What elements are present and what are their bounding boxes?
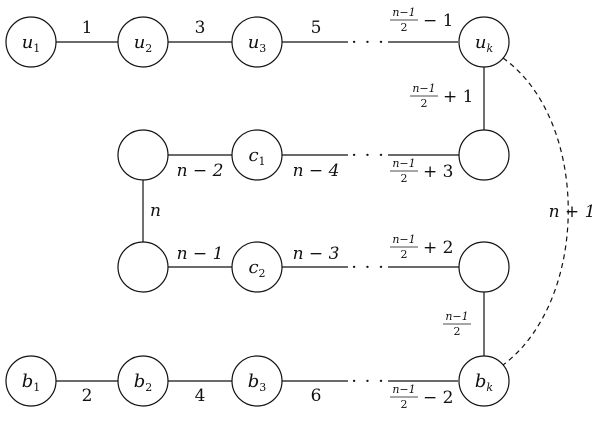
label-r2-bk-num: n−1 [445,310,468,323]
node-c2-sub: 2 [259,267,266,280]
label-u3-dots: 5 [311,18,322,38]
label-r2-bk: n−1 2 [443,310,471,338]
node-u3: u3 [231,16,283,68]
node-b3-name: b [248,371,260,392]
label-dots-bk-den: 2 [401,398,408,411]
node-b1-sub: 1 [33,381,40,394]
label-r2-bk-den: 2 [454,325,461,338]
node-b3: b3 [231,355,283,407]
svg-text:bk: bk [475,371,494,394]
node-bk-name: b [475,371,487,392]
ellipsis-row3: · · · [351,257,385,278]
label-u2-u3: 3 [195,18,206,38]
label-c1-dots: n − 4 [293,161,340,181]
node-b2-sub: 2 [145,381,152,394]
label-l1-c1: n − 2 [177,161,224,181]
node-u3-name: u [248,32,260,53]
label-dots-bk-suffix: − 2 [423,388,453,408]
ellipsis-row2: · · · [351,145,385,166]
edge-uk-bk-dashed [502,57,569,366]
nodes: u1 u2 u3 uk c1 c2 [5,16,510,407]
node-c1: c1 [231,129,283,181]
node-c2-name: c [248,257,258,278]
label-b2-b3: 4 [195,386,206,406]
label-dots-uk-num: n−1 [392,6,415,19]
ellipses: · · · · · · · · · · · · [351,32,385,392]
svg-text:c2: c2 [248,257,265,280]
label-dots-bk: n−1 2 − 2 [390,383,453,411]
svg-text:b2: b2 [134,371,153,394]
node-uk: uk [458,16,510,68]
edges [56,41,569,382]
node-uk-sub: k [486,42,493,55]
label-dots-r1-num: n−1 [392,157,415,170]
label-uk-r1-den: 2 [421,97,428,110]
label-dots-uk-den: 2 [401,21,408,34]
svg-text:b3: b3 [248,371,267,394]
label-u1-u2: 1 [82,18,93,38]
node-u1-sub: 1 [33,42,40,55]
node-bk: bk [458,355,510,407]
label-dots-uk: n−1 2 − 1 [390,6,453,34]
node-c1-name: c [248,145,258,166]
node-bk-sub: k [486,381,493,394]
node-uk-name: u [475,32,487,53]
node-right-2 [458,241,510,293]
svg-text:c1: c1 [248,145,265,168]
label-dots-r2-suffix: + 2 [423,238,453,258]
node-u1: u1 [5,16,57,68]
node-b2: b2 [117,355,169,407]
node-c1-sub: 1 [259,155,266,168]
node-right-1 [458,129,510,181]
label-uk-r1-num: n−1 [412,82,435,95]
label-dots-uk-suffix: − 1 [423,11,453,31]
svg-text:u1: u1 [22,32,41,55]
node-u2: u2 [117,16,169,68]
svg-text:u2: u2 [134,32,153,55]
label-dots-r1: n−1 2 + 3 [390,157,453,185]
svg-text:b1: b1 [22,371,41,394]
svg-text:uk: uk [475,32,494,55]
node-left-1 [117,129,169,181]
label-dots-r1-suffix: + 3 [423,162,453,182]
node-u2-sub: 2 [145,42,152,55]
node-b1: b1 [5,355,57,407]
ellipsis-row4: · · · [351,371,385,392]
label-c2-dots: n − 3 [293,244,340,264]
node-u3-sub: 3 [259,42,266,55]
label-dots-r1-den: 2 [401,172,408,185]
node-u1-name: u [22,32,34,53]
node-u2-name: u [134,32,146,53]
label-l2-c2: n − 1 [177,244,224,264]
node-b1-name: b [22,371,34,392]
edge-labels: 1 3 5 n − 2 n − 4 n n − 1 n − 3 n + 1 2 … [82,18,596,406]
label-uk-r1: n−1 2 + 1 [410,82,473,110]
label-uk-bk-dashed: n + 1 [549,202,596,222]
node-c2: c2 [231,241,283,293]
label-dots-r2-num: n−1 [392,233,415,246]
ellipsis-row1: · · · [351,32,385,53]
label-dots-bk-num: n−1 [392,383,415,396]
node-b3-sub: 3 [259,381,266,394]
node-left-2 [117,241,169,293]
label-l1-l2: n [150,201,161,221]
label-dots-r2-den: 2 [401,248,408,261]
label-b1-b2: 2 [82,386,93,406]
svg-text:u3: u3 [248,32,267,55]
label-uk-r1-suffix: + 1 [443,87,473,107]
label-dots-r2: n−1 2 + 2 [390,233,453,261]
label-b3-dots: 6 [311,386,322,406]
node-b2-name: b [134,371,146,392]
